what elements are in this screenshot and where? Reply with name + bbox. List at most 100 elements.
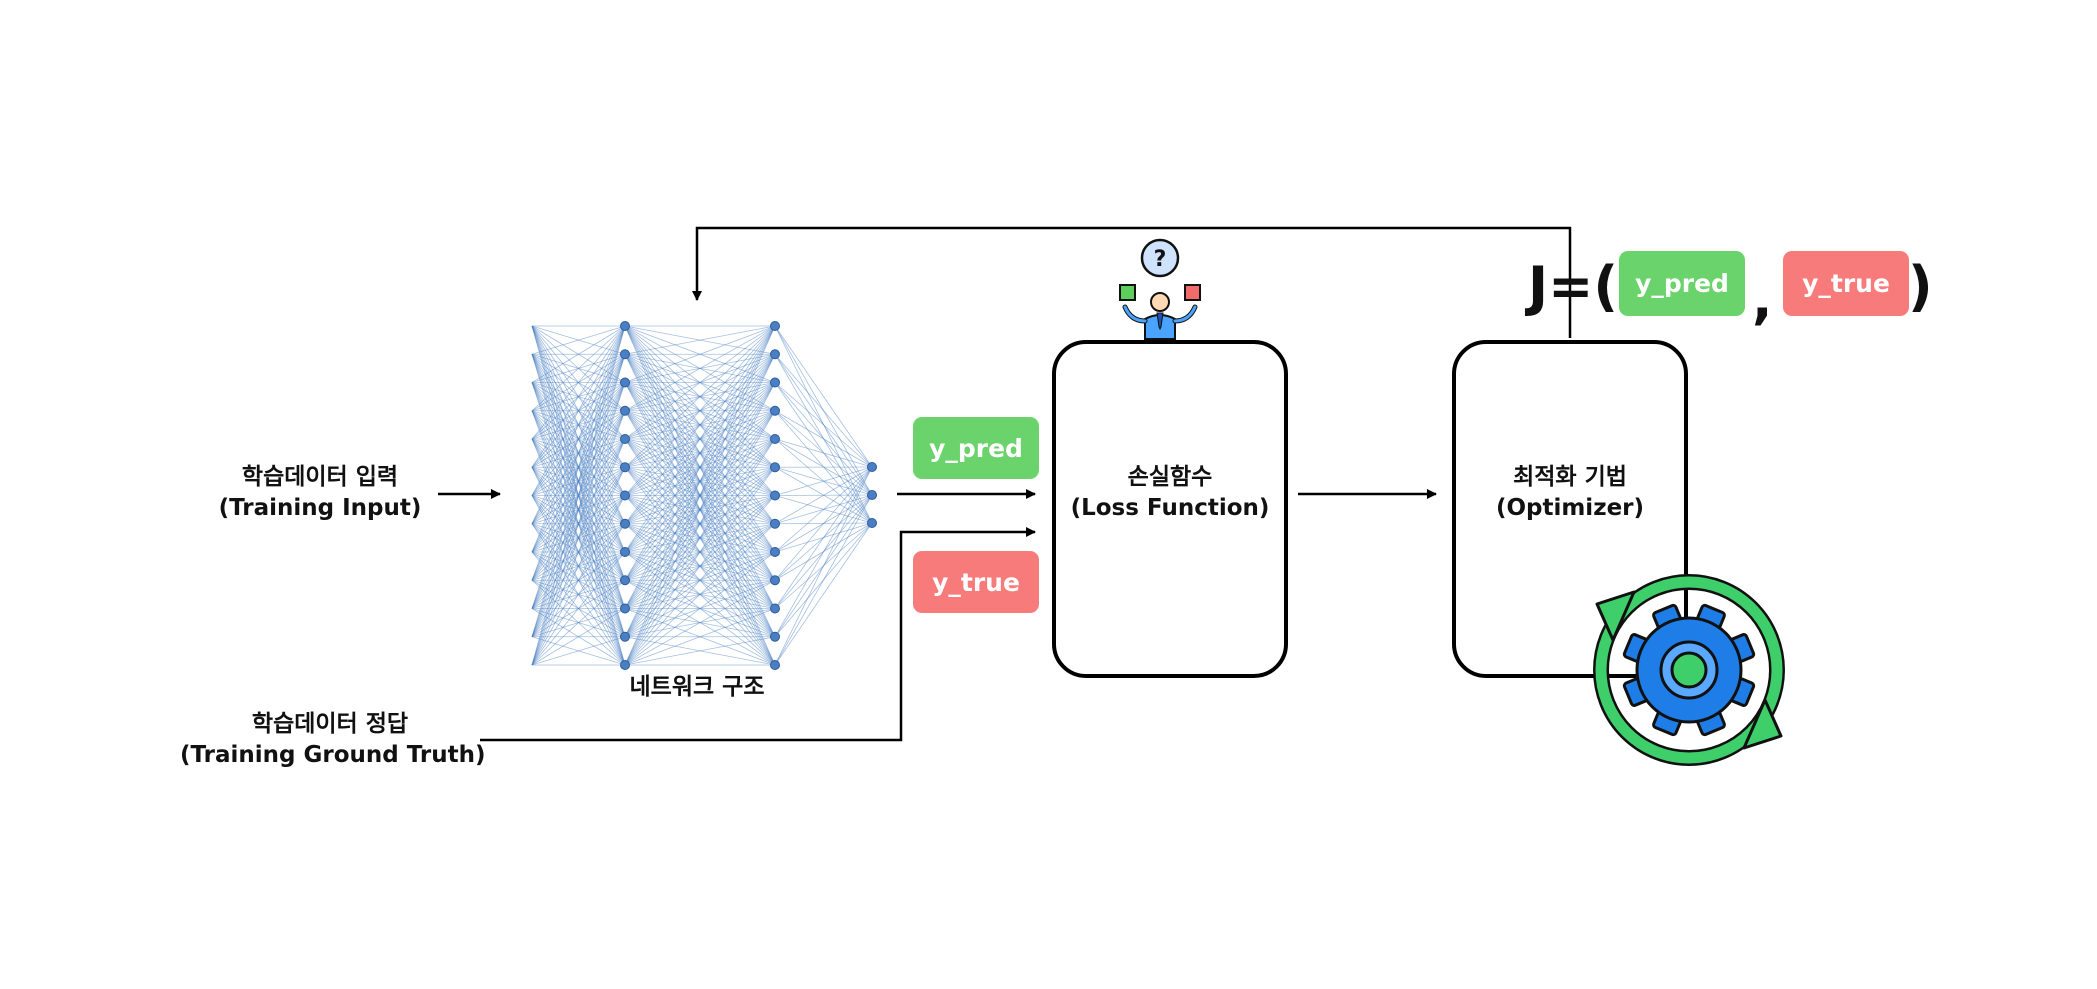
training-input-english: (Training Input): [218, 495, 422, 521]
network-edge: [624, 608, 776, 666]
network-edge: [624, 523, 776, 666]
network-edge: [774, 494, 873, 666]
formula-comma: ,: [1752, 268, 1773, 331]
network-edge: [531, 438, 626, 666]
network-edge: [774, 410, 873, 468]
network-node: [620, 575, 630, 586]
formula-prefix: J=(: [1528, 255, 1619, 318]
network-edge: [531, 410, 626, 666]
network-node: [770, 575, 780, 586]
network-edge: [774, 466, 873, 496]
network-edge: [624, 325, 776, 609]
loss-function-english: (Loss Function): [1070, 495, 1270, 521]
optimizer-english: (Optimizer): [1495, 495, 1645, 521]
loss-function-label: 손실함수 (Loss Function): [1052, 462, 1288, 524]
optimizer-korean: 최적화 기법: [1513, 464, 1627, 490]
ground-truth-english: (Training Ground Truth): [180, 742, 486, 768]
network-node: [770, 518, 780, 529]
juggling-person-question-icon: ?: [1119, 238, 1201, 340]
network-edge: [774, 466, 873, 609]
network-structure-label: 네트워크 구조: [629, 674, 765, 700]
ground-truth-to-loss-arrow: [480, 527, 1036, 742]
formula-arg-true: y_true: [1783, 251, 1909, 316]
network-edge: [531, 325, 626, 383]
network-edge: [531, 608, 626, 666]
network-edge: [774, 382, 873, 468]
network-edge: [624, 467, 776, 666]
gear-refresh-cycle-icon: [1593, 574, 1785, 766]
network-node: [620, 434, 630, 444]
network-edge: [531, 325, 626, 412]
network-node: [770, 434, 780, 444]
network-edges: [531, 325, 873, 666]
svg-text:?: ?: [1154, 247, 1167, 272]
network-node: [770, 462, 780, 473]
network-edge: [624, 382, 776, 666]
network-edge: [531, 325, 626, 355]
network-nodes: [620, 321, 877, 670]
network-edge: [774, 466, 873, 553]
training-input-korean: 학습데이터 입력: [241, 464, 399, 490]
network-node: [770, 377, 780, 388]
y-true-tag: y_true: [913, 551, 1039, 613]
network-edge: [624, 410, 776, 666]
optimizer-label: 최적화 기법 (Optimizer): [1452, 462, 1688, 524]
network-edge: [624, 495, 776, 666]
training-input-label: 학습데이터 입력 (Training Input): [200, 462, 440, 524]
network-edge: [531, 325, 626, 496]
network-node: [770, 349, 780, 360]
network-edge: [531, 579, 626, 666]
network-node: [620, 603, 630, 614]
network-edge: [624, 325, 776, 355]
network-node: [620, 631, 630, 642]
ground-truth-label: 학습데이터 정답 (Training Ground Truth): [180, 709, 486, 771]
network-edge: [624, 551, 776, 666]
network-edge: [774, 466, 873, 525]
network-edge: [624, 579, 776, 666]
network-edge: [774, 466, 873, 637]
network-node: [770, 405, 780, 416]
network-edge: [774, 466, 873, 581]
network-node: [620, 518, 630, 529]
network-edge: [774, 522, 873, 666]
network-edge: [624, 325, 776, 412]
loss-function-box: [1052, 340, 1288, 678]
ground-truth-korean: 학습데이터 정답: [251, 711, 409, 737]
loss-function-korean: 손실함수: [1127, 464, 1213, 490]
network-node: [620, 490, 630, 501]
formula-suffix: ): [1908, 255, 1933, 318]
network-edge: [531, 325, 626, 553]
network-edge: [531, 325, 626, 609]
network-edge: [531, 495, 626, 666]
network-edge: [774, 353, 873, 468]
network-edge: [531, 325, 626, 637]
network-edge: [531, 325, 626, 581]
network-edge: [531, 523, 626, 666]
network-edge: [624, 325, 776, 496]
network-node: [770, 603, 780, 614]
network-node: [867, 490, 877, 500]
optimizer-feedback-arrow: [692, 226, 1572, 338]
network-edge: [624, 325, 776, 581]
y-pred-tag: y_pred: [913, 417, 1039, 479]
network-edge: [624, 325, 776, 524]
network-node: [620, 349, 630, 360]
network-node: [770, 631, 780, 642]
network-node: [620, 547, 630, 557]
optimizer-box: [1452, 340, 1688, 678]
network-node: [770, 547, 780, 557]
network-node: [620, 660, 630, 670]
network-edge: [531, 467, 626, 666]
network-edge: [531, 382, 626, 666]
network-node: [620, 405, 630, 416]
network-edge: [531, 325, 626, 524]
network-edge: [774, 325, 873, 468]
network-node: [770, 490, 780, 501]
network-edge: [624, 354, 776, 666]
network-edge: [531, 551, 626, 666]
network-node: [867, 518, 877, 528]
network-edge: [774, 466, 873, 666]
